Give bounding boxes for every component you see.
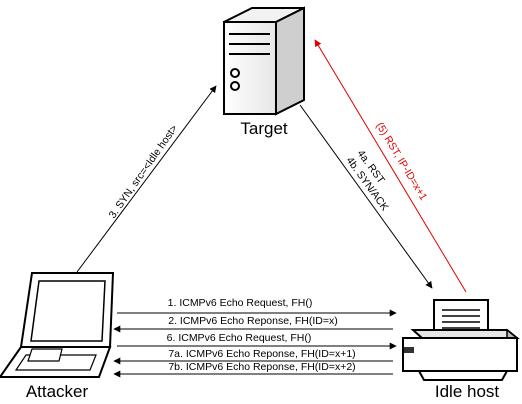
msg-2-label: 2. ICMPv6 Echo Reponse, FH(ID=x) <box>168 315 338 327</box>
syn-label: 3. SYN, src=<Idle host> <box>107 123 181 221</box>
msg-7a-label: 7a. ICMPv6 Echo Reponse, FH(ID=x+1) <box>168 348 355 360</box>
msg-7b-label: 7b. ICMPv6 Echo Reponse, FH(ID=x+2) <box>168 361 355 373</box>
attacker-label: Attacker <box>26 382 89 401</box>
synack-arrow <box>299 104 433 289</box>
idle-host-label: Idle host <box>435 382 500 401</box>
msg-6-label: 6. ICMPv6 Echo Request, FH() <box>167 332 312 344</box>
target-label: Target <box>240 119 288 138</box>
server-icon <box>223 6 305 116</box>
syn-arrow <box>76 85 217 273</box>
laptop-icon <box>0 272 115 378</box>
msg-1-label: 1. ICMPv6 Echo Request, FH() <box>168 297 313 309</box>
rst-ipid-label: (5) RST, IP-ID=x+1 <box>373 120 429 202</box>
printer-icon <box>402 299 520 381</box>
rst-ipid-arrow <box>314 39 467 293</box>
